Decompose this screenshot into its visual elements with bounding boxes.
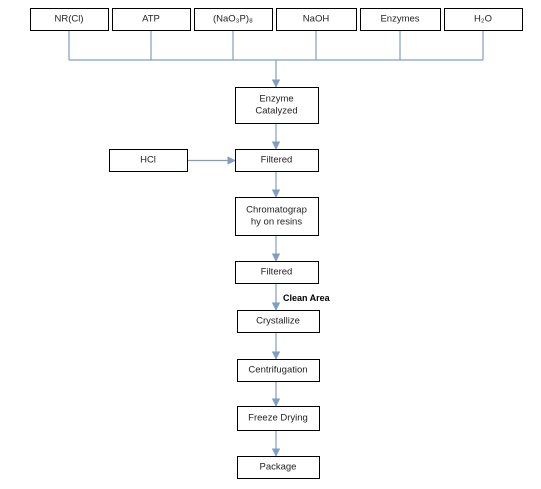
step-box-filtered-1-frame [235, 149, 319, 172]
step-box-enzyme-catalyzed-frame [235, 87, 319, 124]
step-box-freeze-drying-label: Freeze Drying [248, 413, 308, 424]
step-box-chromatography-label: Chromatograp [246, 205, 307, 216]
input-box-atp-frame [112, 8, 191, 31]
step-box-filtered-2-label: Filtered [261, 267, 293, 278]
step-box-centrifugation-frame [237, 359, 320, 382]
step-box-crystallize-label: Crystallize [256, 316, 300, 327]
step-box-chromatography-frame [235, 197, 319, 236]
clean-area-label: Clean Area [283, 293, 331, 303]
step-box-package: Package [237, 456, 320, 479]
input-box-naoh-label: NaOH [303, 14, 330, 25]
side-input-box-hcl-label: HCl [140, 155, 156, 166]
input-box-nao3p-frame [194, 8, 273, 31]
input-box-nao3p-label: (NaO₃P)₈ [213, 14, 253, 25]
input-box-nrcl-label: NR(Cl) [54, 14, 83, 25]
step-box-package-label: Package [260, 462, 297, 473]
step-box-filtered-1: Filtered [235, 149, 319, 172]
input-box-naoh: NaOH [276, 8, 357, 31]
step-box-filtered-2: Filtered [235, 261, 319, 284]
step-box-enzyme-catalyzed-label: Catalyzed [255, 106, 297, 117]
input-box-nrcl-frame [30, 8, 109, 31]
input-box-h2o-frame [444, 8, 523, 31]
connector-layer [68, 30, 484, 457]
step-box-enzyme-catalyzed-label: Enzyme [259, 94, 293, 105]
step-box-crystallize: Crystallize [237, 310, 320, 333]
step-box-centrifugation: Centrifugation [237, 359, 320, 382]
input-box-atp-label: ATP [142, 14, 160, 25]
side-input-box-hcl-frame [109, 149, 188, 172]
box-layer: NR(Cl) ATP (NaO₃P)₈ NaOH Enzymes H₂O EnzymeCat… [30, 8, 523, 479]
input-box-h2o: H₂O [444, 8, 523, 31]
step-box-filtered-1-label: Filtered [261, 155, 293, 166]
input-box-enzymes-frame [360, 8, 441, 31]
input-box-enzymes-label: Enzymes [380, 14, 419, 25]
input-box-nrcl: NR(Cl) [30, 8, 109, 31]
step-box-crystallize-frame [237, 310, 320, 333]
input-box-nao3p: (NaO₃P)₈ [194, 8, 273, 31]
input-box-atp: ATP [112, 8, 191, 31]
input-box-naoh-frame [276, 8, 357, 31]
side-input-box-hcl: HCl [109, 149, 188, 172]
step-box-filtered-2-frame [235, 261, 319, 284]
step-box-freeze-drying-frame [237, 406, 320, 431]
step-box-chromatography-label: hy on resins [251, 217, 302, 228]
step-box-centrifugation-label: Centrifugation [248, 365, 307, 376]
input-box-enzymes: Enzymes [360, 8, 441, 31]
step-box-freeze-drying: Freeze Drying [237, 406, 320, 431]
step-box-package-frame [237, 456, 320, 479]
input-box-h2o-label: H₂O [474, 14, 492, 25]
